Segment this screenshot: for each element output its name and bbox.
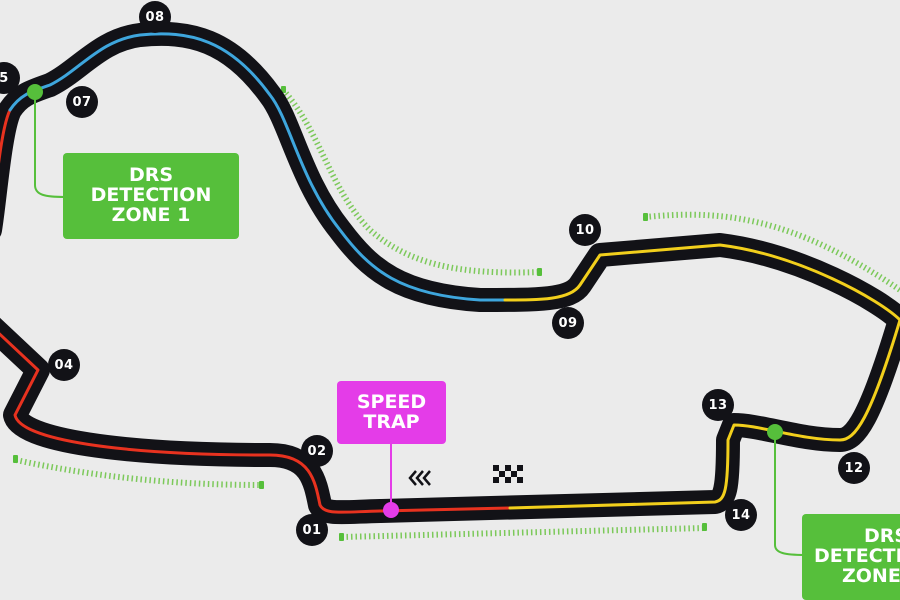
drs-detection-zone-2-label: DRS DETECTION ZONE 2 <box>802 514 900 600</box>
drs-detection-point-1 <box>27 84 43 100</box>
turn-14: 14 <box>725 499 757 531</box>
drs-zone-2-line-3: ZONE 2 <box>842 564 900 587</box>
turn-12: 12 <box>838 452 870 484</box>
drs-zone-1-line-3: ZONE 1 <box>111 203 191 226</box>
turn-02: 02 <box>301 435 333 467</box>
drs-zone-1-line-2: DETECTION <box>90 184 212 207</box>
drs-zone-1-line-1: DRS <box>128 164 174 187</box>
turn-09: 09 <box>552 307 584 339</box>
speed-trap-label: SPEED TRAP <box>337 381 446 444</box>
turn-07: 07 <box>66 86 98 118</box>
turn-05: 5 <box>0 62 20 94</box>
turn-08: 08 <box>139 1 171 33</box>
drs-detection-point-2 <box>767 424 783 440</box>
drs-zone-markers <box>15 87 900 540</box>
direction-arrows-icon <box>408 470 431 486</box>
drs-detection-zone-1-label: DRS DETECTION ZONE 1 <box>63 153 239 239</box>
turn-04: 04 <box>48 349 80 381</box>
turn-01: 01 <box>296 514 328 546</box>
drs-zone-2-line-2: DETECTION <box>814 545 900 568</box>
turn-10: 10 <box>569 214 601 246</box>
drs-zone-2-line-1: DRS <box>864 525 900 548</box>
turn-13: 13 <box>702 389 734 421</box>
speed-trap-point <box>383 502 399 518</box>
speed-trap-line-2: TRAP <box>363 410 420 433</box>
chequered-flag-icon <box>493 465 523 483</box>
speed-trap-line-1: SPEED <box>356 390 427 413</box>
